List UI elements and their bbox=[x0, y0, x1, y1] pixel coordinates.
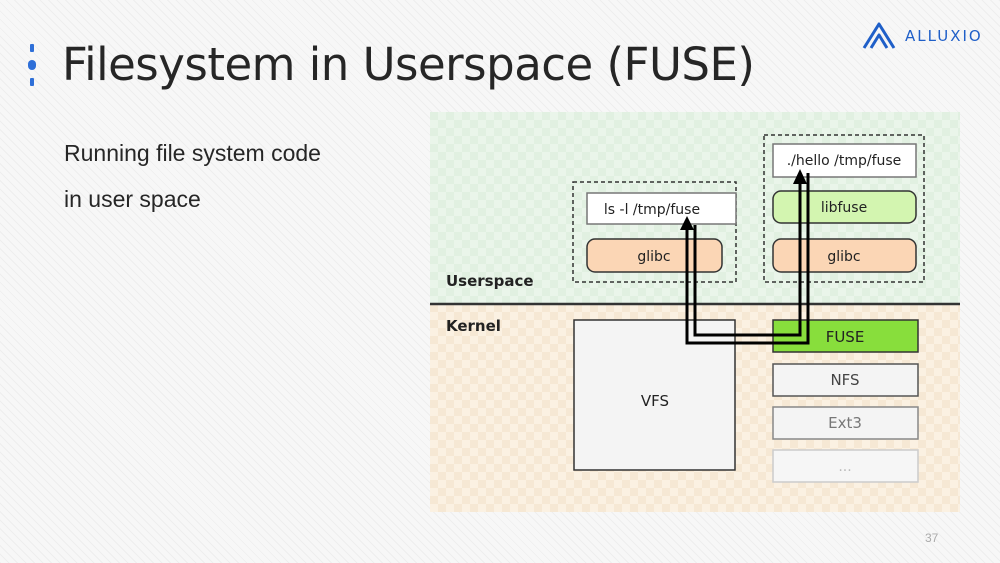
bullet-line-2: in user space bbox=[64, 186, 201, 212]
page-number: 37 bbox=[925, 531, 939, 545]
ext3-label: Ext3 bbox=[828, 414, 862, 432]
left-glibc-label: glibc bbox=[637, 249, 670, 265]
vfs-box bbox=[573, 319, 736, 471]
request-arrowhead bbox=[793, 169, 807, 184]
bullet-line-1: Running file system code bbox=[64, 140, 321, 166]
fuse-kernel-label: FUSE bbox=[826, 328, 865, 346]
right-process-boundary bbox=[763, 134, 925, 283]
ls-command-box bbox=[586, 192, 737, 225]
right-glibc-label: glibc bbox=[827, 249, 860, 265]
response-arrowhead bbox=[680, 216, 694, 230]
hello-command-text: ./hello /tmp/fuse bbox=[787, 153, 902, 169]
kernel-label: Kernel bbox=[446, 317, 501, 335]
ls-command-text: ls -l /tmp/fuse bbox=[604, 202, 700, 218]
accent-segment bbox=[30, 44, 34, 52]
title-accent-bar bbox=[28, 44, 36, 86]
ext3-box bbox=[772, 406, 919, 440]
logo-wordmark: ALLUXIO bbox=[905, 27, 983, 45]
nfs-label: NFS bbox=[830, 371, 859, 389]
response-path-line bbox=[685, 173, 810, 345]
call-path-arrows bbox=[685, 173, 810, 345]
request-path-line bbox=[693, 183, 802, 337]
accent-dot bbox=[28, 60, 36, 70]
alluxio-logo-icon bbox=[862, 22, 896, 49]
more-filesystems-label: ... bbox=[838, 459, 851, 475]
userspace-label: Userspace bbox=[446, 272, 534, 290]
alluxio-logo: ALLUXIO bbox=[862, 22, 987, 50]
fuse-architecture-diagram: Userspace Kernel ls -l /tmp/fuse glibc .… bbox=[430, 112, 960, 512]
nfs-box bbox=[772, 363, 919, 397]
more-filesystems-box bbox=[772, 449, 919, 483]
hello-command-box bbox=[772, 143, 917, 178]
left-process-boundary bbox=[572, 181, 737, 283]
vfs-label: VFS bbox=[641, 392, 669, 410]
slide-title: Filesystem in Userspace (FUSE) bbox=[62, 38, 755, 91]
accent-segment bbox=[30, 78, 34, 86]
libfuse-label: libfuse bbox=[821, 200, 867, 216]
